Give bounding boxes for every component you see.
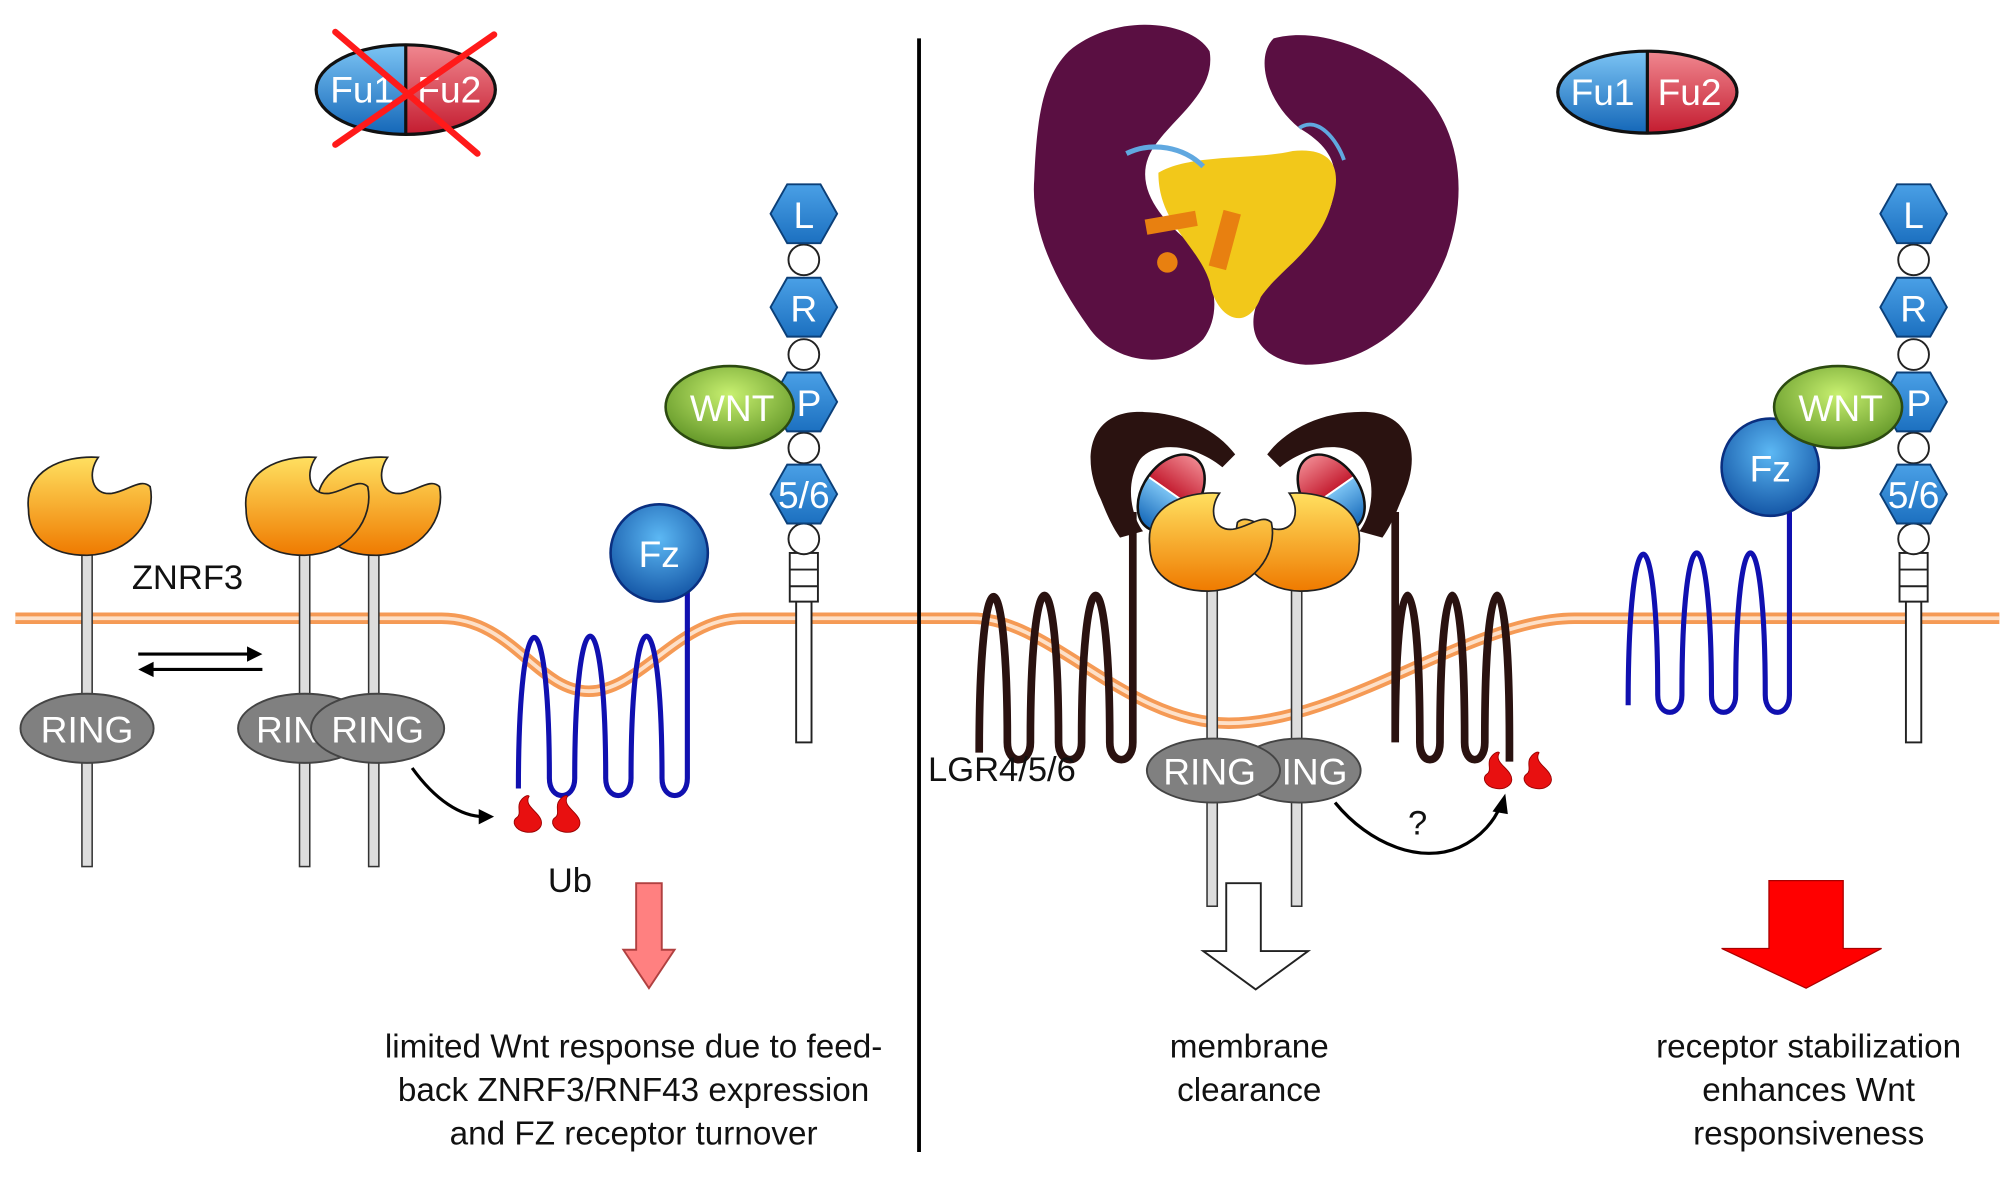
ubiquitin-icon [513, 794, 543, 833]
left-caption: limited Wnt response due to feed- back Z… [385, 1028, 882, 1152]
ring-label: ING [1282, 751, 1348, 793]
wnt-label: WNT [1798, 387, 1883, 429]
protein-structure-image [1033, 24, 1459, 365]
ring-domain [1145, 737, 1281, 804]
fz-domain [609, 503, 710, 603]
down-arrow-limited-icon [621, 882, 677, 990]
lrp-domain-l: L [794, 194, 815, 236]
lrp-domain-56: 5/6 [778, 474, 830, 516]
fu2-label: Fu2 [417, 68, 481, 110]
svg-text:back ZNRF3/RNF43 expression: back ZNRF3/RNF43 expression [398, 1072, 869, 1109]
svg-text:and FZ receptor turnover: and FZ receptor turnover [450, 1115, 818, 1152]
svg-text:limited Wnt response due to fe: limited Wnt response due to feed- [385, 1028, 882, 1065]
fu1-label: Fu1 [1571, 71, 1635, 113]
lrp-domain-r: R [790, 287, 817, 329]
right-caption: receptor stabilization enhances Wnt resp… [1656, 1028, 1961, 1152]
fu-complex: Fu1 Fu2 [1556, 49, 1739, 135]
wnt-label: WNT [690, 387, 775, 429]
question-mark: ? [1408, 805, 1427, 843]
znrf3-dimer-bound: ING RING [1145, 492, 1362, 908]
lrp-domain-p: P [797, 382, 822, 424]
znrf3-label: ZNRF3 [132, 559, 243, 597]
transmembrane-helix [1391, 511, 1514, 764]
svg-text:clearance: clearance [1177, 1072, 1321, 1109]
svg-text:enhances Wnt: enhances Wnt [1702, 1072, 1915, 1109]
transmembrane-helix [975, 511, 1137, 764]
fu2-domain [1647, 51, 1737, 134]
znrf3-dimer: RING RING [237, 456, 446, 868]
center-caption: membrane clearance [1170, 1028, 1329, 1109]
lrp-domain-56: 5/6 [1888, 474, 1940, 516]
down-arrow-stabilization-icon [1721, 879, 1882, 989]
znrf3-monomer: RING [19, 456, 155, 868]
ring-label: RING [331, 708, 424, 750]
ub-label: Ub [548, 862, 592, 900]
fz-label: Fz [639, 533, 680, 575]
svg-text:membrane: membrane [1170, 1028, 1329, 1065]
lrp6-receptor: L R P 5/6 [1879, 183, 1948, 744]
ubiquitination-arrow-icon [410, 767, 495, 825]
fu1-domain [1557, 51, 1648, 134]
uncertain-ubiquitination-arrow-icon [1333, 793, 1508, 855]
ring-label: RING [1163, 751, 1256, 793]
fz-label: Fz [1750, 447, 1791, 489]
wnt-ligand: WNT [664, 364, 795, 450]
lrp-domain-p: P [1906, 382, 1931, 424]
wnt-ligand: WNT [1772, 364, 1904, 450]
transmembrane-helix [515, 552, 690, 798]
frizzled-receptor-stabilized: Fz [1625, 417, 1821, 715]
ring-domain [310, 692, 446, 764]
lrp-domain-r: R [1900, 287, 1927, 329]
equilibrium-arrows-icon [138, 646, 263, 678]
cross-out-icon [332, 28, 498, 157]
fu2-label: Fu2 [1658, 71, 1722, 113]
lgr-label: LGR4/5/6 [928, 751, 1076, 789]
ubiquitin-icon [1523, 751, 1553, 790]
fz-domain [1720, 417, 1821, 518]
fu-complex-crossed: Fu1 Fu2 [314, 28, 498, 157]
lgr-receptor-left [975, 411, 1236, 764]
svg-text:receptor stabilization: receptor stabilization [1656, 1028, 1961, 1065]
svg-text:responsiveness: responsiveness [1693, 1115, 1924, 1152]
ring-domain [19, 692, 155, 764]
frizzled-receptor: Fz [515, 503, 710, 798]
lrp-domain-l: L [1903, 194, 1924, 236]
ubiquitin-icon [551, 794, 581, 833]
transmembrane-helix [1625, 486, 1792, 715]
down-arrow-clearance-icon [1200, 882, 1312, 991]
lrp6-receptor: L R P 5/6 [769, 183, 839, 744]
ring-label: RING [41, 708, 134, 750]
